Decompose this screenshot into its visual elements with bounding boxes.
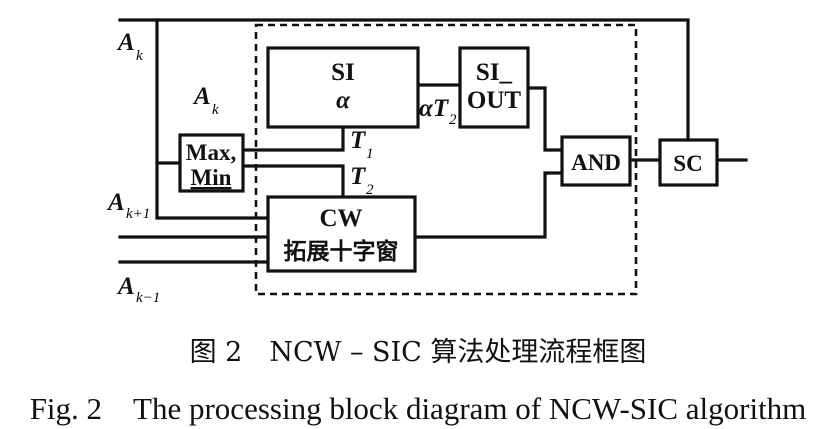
cw-cn-label: 拓展十字窗: [284, 238, 399, 265]
si-out-label-1: SI_: [476, 59, 513, 86]
cw-block: [266, 195, 417, 273]
wire-ak-vertical: [155, 18, 270, 220]
label-ak-minus-sub: k−1: [136, 290, 160, 306]
wire-t1: [241, 125, 345, 152]
label-ak-minus: A: [116, 273, 135, 300]
caption-english: Fig. 2 The processing block diagram of N…: [29, 391, 807, 426]
si-alpha-label: α: [336, 87, 351, 114]
si-out-block: [458, 46, 530, 129]
si-label: SI: [331, 59, 355, 86]
connections: [118, 18, 748, 264]
label-ak-inner-sub: k: [212, 102, 219, 118]
label-ak-plus-sub: k+1: [126, 206, 150, 222]
caption-chinese: 图 2 NCW – SIC 算法处理流程框图: [189, 337, 647, 368]
cw-label: CW: [319, 205, 362, 232]
label-t1-sub: 1: [366, 146, 374, 162]
maxmin-label-1: Max,: [186, 140, 236, 165]
label-t2: T: [350, 163, 367, 190]
wire-t2: [241, 164, 345, 199]
wire-siout-to-and: [526, 86, 564, 152]
maxmin-label-2: Min: [191, 165, 232, 190]
and-label: AND: [571, 150, 621, 175]
si-out-label-2: OUT: [467, 87, 522, 114]
signal-labels: αT 2 T 1 T 2: [350, 95, 457, 198]
wire-ak-to-sc: [118, 18, 690, 142]
input-labels: A k A k A k+1 A k−1: [106, 29, 219, 306]
si-block: [266, 46, 420, 129]
and-block: [560, 135, 632, 187]
maxmin-block: [178, 133, 245, 193]
label-ak-main: A: [116, 29, 135, 56]
label-t2-sub: 2: [366, 182, 374, 198]
wire-cw-to-and: [413, 171, 564, 239]
sc-block: [658, 138, 719, 187]
label-alpha-t2-sub: 2: [449, 112, 457, 128]
label-ak-main-sub: k: [136, 48, 143, 64]
sc-label: SC: [673, 151, 702, 176]
label-ak-plus: A: [106, 189, 125, 216]
label-t1: T: [350, 127, 367, 154]
label-alpha-t2: αT: [419, 95, 450, 122]
label-ak-inner: A: [192, 83, 211, 110]
